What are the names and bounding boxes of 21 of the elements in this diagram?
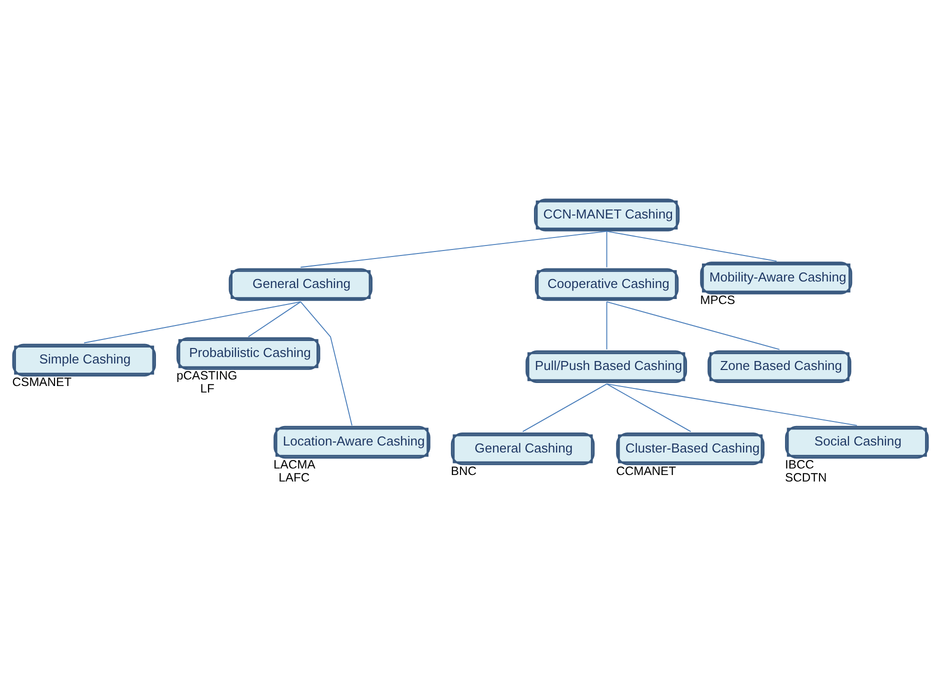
connector (522, 382, 608, 432)
connector (606, 300, 780, 350)
node-label: pCASTING (176, 368, 238, 382)
node-label: SCDTN (785, 470, 827, 484)
connector (606, 230, 608, 268)
node-label: IBCC (785, 456, 814, 471)
node-label: LAFC (278, 470, 310, 484)
connector (300, 300, 352, 426)
node-label: BNC (450, 463, 477, 478)
connector (606, 382, 692, 432)
node-label: CSMANET (12, 374, 72, 389)
node-label: CCMANET (616, 463, 676, 478)
connector (300, 230, 608, 268)
connector (606, 300, 608, 350)
connector (606, 230, 778, 262)
node-label: MPCS (700, 292, 736, 307)
node-label: LACMA (274, 456, 316, 471)
node-label: LF (200, 381, 214, 396)
connector (606, 382, 858, 426)
connector (248, 300, 302, 337)
connector (84, 300, 302, 343)
